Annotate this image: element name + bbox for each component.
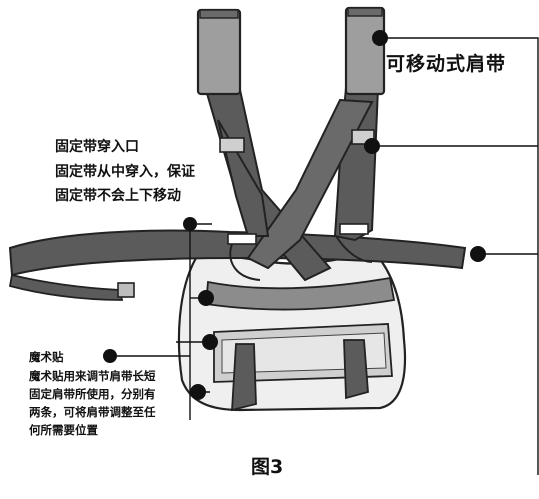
entry-desc-line1: 固定带从中穿入，保证 xyxy=(55,164,195,180)
shoulder-strap-label: 可移动式肩带 xyxy=(386,53,507,75)
dot-belt-right xyxy=(470,246,486,262)
velcro-desc-line4: 何所需要位置 xyxy=(29,423,98,437)
velcro-desc-line3: 两条，可将肩带调整至任 xyxy=(29,405,156,419)
dot-strap-buckle xyxy=(364,138,380,154)
dot-bag-lower xyxy=(190,384,206,400)
callout-dots xyxy=(103,30,486,400)
dot-shoulder xyxy=(372,30,388,46)
dot-entry xyxy=(183,217,197,231)
bag-body xyxy=(177,248,407,412)
figure-caption: 图3 xyxy=(251,456,284,478)
velcro-title-label: 魔术贴 xyxy=(29,350,64,364)
entry-title-label: 固定带穿入口 xyxy=(55,139,139,155)
entry-desc-line2: 固定带不会上下移动 xyxy=(55,188,181,204)
velcro-desc-line1: 魔术贴用来调节肩带长短 xyxy=(29,369,156,383)
velcro-desc-line2: 固定肩带所使用，分别有 xyxy=(29,387,156,401)
velcro-straps xyxy=(231,339,369,412)
dot-velcro xyxy=(103,349,117,363)
callout-lines xyxy=(115,37,539,475)
shoulder-straps xyxy=(204,87,380,282)
dot-bag-upper xyxy=(198,290,214,306)
shoulder-pads xyxy=(196,6,386,96)
dot-bag-mid xyxy=(202,334,218,350)
waist-belt xyxy=(8,229,467,301)
